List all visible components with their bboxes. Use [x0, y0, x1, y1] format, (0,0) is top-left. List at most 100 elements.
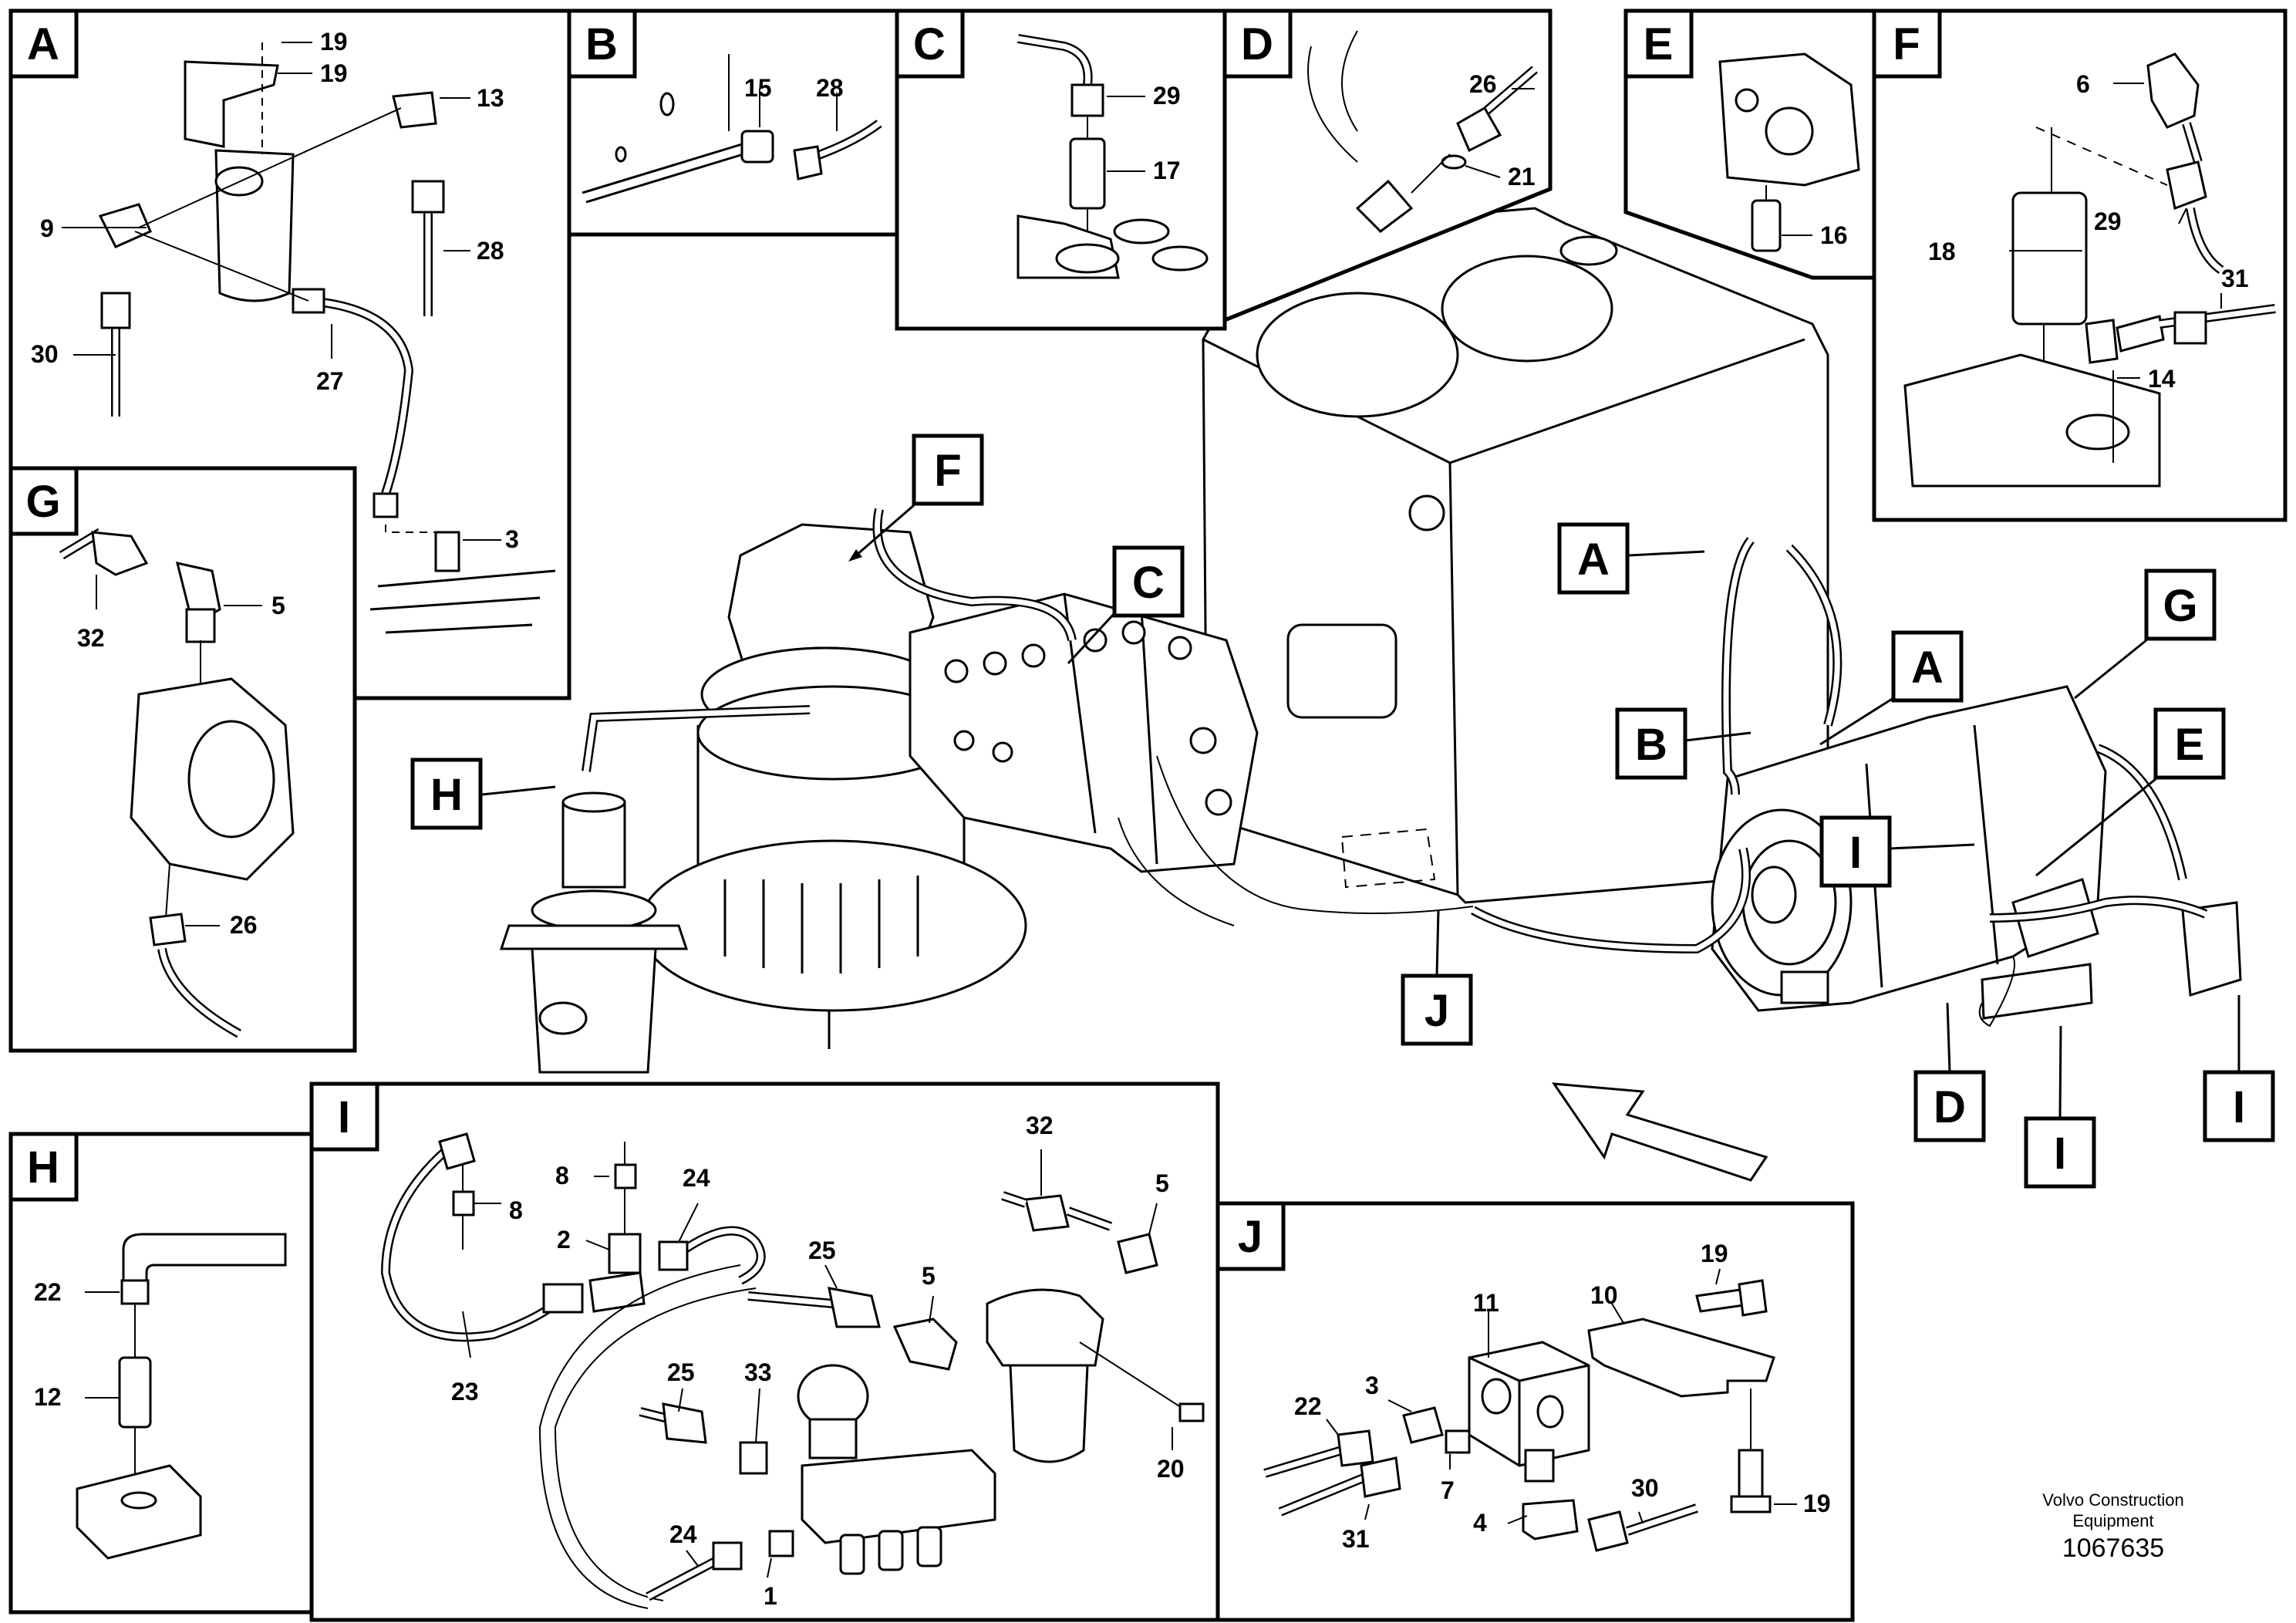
detail-j-label-7: 7: [1441, 1476, 1455, 1504]
swivel-joint: [499, 791, 689, 1074]
flag-i3-letter: I: [2233, 1082, 2245, 1132]
detail-j-label-11: 11: [1473, 1289, 1499, 1317]
main-flags: F C H A A B G: [410, 434, 2275, 1189]
main-assembly: [499, 207, 2242, 1182]
document-number: 1067635: [2062, 1534, 2164, 1563]
detail-h-label-22: 22: [34, 1278, 62, 1306]
detail-a-letter: A: [27, 19, 59, 69]
detail-h-letter: H: [27, 1142, 59, 1193]
company-line-2: Equipment: [2072, 1511, 2153, 1530]
detail-c-label-29: 29: [1153, 82, 1181, 110]
detail-i-letter: I: [338, 1092, 350, 1142]
detail-b-label-28: 28: [816, 74, 844, 102]
detail-i-label-24b: 24: [669, 1520, 697, 1548]
detail-g-label-5: 5: [271, 592, 285, 619]
pump-filter: [1981, 901, 2242, 1020]
detail-i-label-1: 1: [764, 1582, 777, 1610]
detail-g-letter: G: [25, 477, 60, 527]
flag-g-letter: G: [2163, 581, 2197, 631]
flag-g: G: [2074, 569, 2217, 700]
detail-f-label-29: 29: [2094, 208, 2122, 235]
flag-i2-letter: I: [2054, 1129, 2066, 1179]
detail-a-label-30: 30: [31, 340, 59, 368]
detail-a-label-9: 9: [40, 214, 54, 242]
flag-d-letter: D: [1934, 1082, 1966, 1132]
detail-i-label-32: 32: [1026, 1112, 1054, 1139]
flag-a1: A: [1557, 522, 1705, 595]
detail-b: B 15 28: [567, 8, 903, 237]
detail-g: G 32 5 26: [8, 466, 357, 1053]
company-line-1: Volvo Construction: [2042, 1490, 2183, 1510]
detail-j: J 19 10 11 3 22 7: [1215, 1201, 1855, 1622]
detail-i-label-5: 5: [1155, 1169, 1169, 1197]
detail-h-label-12: 12: [34, 1383, 62, 1411]
detail-g-label-26: 26: [230, 911, 258, 939]
detail-g-label-32: 32: [77, 624, 105, 652]
detail-a: A 19 19 13 9 28 30 27 3: [8, 8, 571, 700]
detail-i-label-8b: 8: [509, 1196, 523, 1224]
detail-f: F 6 29 18 31 14: [1872, 8, 2288, 522]
flag-e-letter: E: [2175, 720, 2205, 770]
detail-j-label-19b: 19: [1803, 1490, 1831, 1517]
detail-j-label-22: 22: [1294, 1392, 1322, 1420]
flag-d: D: [1913, 1002, 1986, 1142]
detail-f-label-6: 6: [2076, 70, 2090, 98]
detail-j-label-3: 3: [1365, 1372, 1379, 1399]
detail-d-label-26: 26: [1469, 70, 1497, 98]
flag-c: C: [1067, 545, 1185, 665]
detail-j-label-19a: 19: [1701, 1240, 1728, 1267]
detail-j-label-10: 10: [1590, 1281, 1618, 1309]
flag-f: F: [848, 434, 984, 562]
detail-a-label-3: 3: [505, 525, 519, 553]
detail-a-label-28: 28: [477, 237, 504, 265]
detail-i: I: [309, 1081, 1220, 1622]
flag-i2: I: [2024, 1025, 2096, 1189]
flag-a2-letter: A: [1911, 643, 1944, 693]
flag-h-letter: H: [430, 770, 463, 820]
detail-d-label-21: 21: [1508, 163, 1536, 191]
detail-a-label-19a: 19: [320, 28, 348, 56]
detail-i-label-33: 33: [744, 1358, 772, 1386]
flag-h: H: [410, 758, 556, 830]
detail-i-label-25b: 25: [667, 1358, 695, 1386]
direction-arrow: [1551, 1082, 1768, 1182]
detail-i-label-23: 23: [451, 1378, 479, 1405]
flag-j-letter: J: [1424, 986, 1449, 1036]
detail-a-label-27: 27: [316, 367, 344, 395]
flag-f-letter: F: [934, 446, 961, 496]
flag-j: J: [1401, 909, 1473, 1046]
detail-c-label-17: 17: [1153, 157, 1181, 184]
flag-a2: A: [1819, 630, 1964, 746]
flag-i3: I: [2203, 995, 2275, 1142]
flag-b: B: [1615, 707, 1752, 780]
flag-a1-letter: A: [1577, 535, 1610, 585]
flag-i1-letter: I: [1849, 828, 1862, 878]
detail-i-label-8a: 8: [555, 1162, 569, 1189]
detail-a-label-13: 13: [477, 84, 504, 112]
detail-j-label-31: 31: [1342, 1525, 1370, 1553]
detail-i-label-5b: 5: [922, 1262, 936, 1290]
detail-a-label-19b: 19: [320, 59, 348, 87]
detail-c: C 29 17: [895, 8, 1227, 331]
detail-b-letter: B: [585, 19, 618, 69]
flag-i1: I: [1819, 815, 1975, 888]
control-valve: [909, 592, 1259, 873]
detail-f-label-31: 31: [2221, 265, 2249, 292]
detail-e: E 16: [1623, 8, 1876, 280]
footer: Volvo Construction Equipment 1067635: [2042, 1490, 2183, 1563]
detail-i-label-2: 2: [557, 1226, 571, 1254]
detail-d-letter: D: [1241, 19, 1273, 69]
detail-f-label-18: 18: [1928, 238, 1956, 265]
flag-b-letter: B: [1635, 720, 1667, 770]
detail-d: D 26 21: [1222, 8, 1553, 323]
detail-j-letter: J: [1238, 1212, 1263, 1262]
detail-i-label-20: 20: [1157, 1455, 1185, 1483]
detail-i-label-25a: 25: [808, 1237, 836, 1264]
flag-e: E: [2035, 707, 2226, 877]
flag-c-letter: C: [1132, 558, 1165, 608]
detail-j-label-30: 30: [1631, 1474, 1659, 1502]
detail-h: H 22 12: [8, 1132, 314, 1615]
detail-c-letter: C: [913, 19, 946, 69]
detail-f-letter: F: [1893, 19, 1920, 69]
